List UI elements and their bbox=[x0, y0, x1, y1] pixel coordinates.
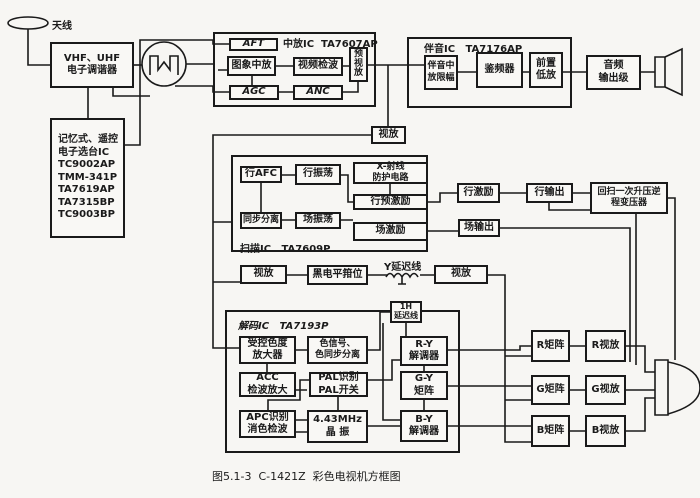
h-osc-block: 行振荡 bbox=[295, 164, 341, 185]
v-drive-block: 场激励 bbox=[353, 222, 428, 241]
b-y-demodulator-block: B-Y 解调器 bbox=[400, 410, 448, 442]
r-matrix-block: R矩阵 bbox=[531, 330, 570, 362]
1h-delay-line-block: 1H 延迟线 bbox=[390, 301, 422, 323]
black-clamp-block: 黑电平箝位 bbox=[307, 265, 368, 285]
picture-if-block: 图象中放 bbox=[227, 56, 276, 76]
scan-ic-title: 扫描IC TA7609P bbox=[240, 244, 331, 255]
decoder-ic-group bbox=[225, 310, 460, 453]
g-y-matrix-block: G-Y 矩阵 bbox=[400, 371, 448, 400]
antenna-label: 天线 bbox=[52, 21, 72, 32]
crystal-oscillator-block: 4.43MHz 晶 振 bbox=[307, 410, 368, 443]
pre-video-amp-block: 预 视 放 bbox=[349, 47, 368, 82]
apc-killer-block: APC识别 消色检波 bbox=[239, 410, 296, 438]
video-detector-block: 视频检波 bbox=[293, 57, 343, 76]
b-video-amp-block: B视放 bbox=[585, 415, 626, 447]
r-video-amp-block: R视放 bbox=[585, 330, 626, 362]
video-amp-a-block: 视放 bbox=[240, 265, 287, 284]
memory-ic-block: 记忆式、遥控 电子选台IC TC9002AP TMM-341P TA7619AP… bbox=[50, 118, 125, 238]
acc-block: ACC 检波放大 bbox=[239, 372, 296, 397]
tuner-block: VHF、UHF 电子调谐器 bbox=[50, 42, 134, 88]
video-amp-b-block: 视放 bbox=[434, 265, 488, 284]
r-y-demodulator-block: R-Y 解调器 bbox=[400, 336, 448, 366]
v-output-block: 场输出 bbox=[458, 219, 500, 237]
g-video-amp-block: G视放 bbox=[585, 375, 626, 405]
discriminator-block: 鉴频器 bbox=[476, 52, 523, 88]
h-drive-block: 行激励 bbox=[457, 183, 500, 203]
antenna-icon bbox=[7, 16, 49, 30]
sound-if-limiter-block: 伴音中 放限幅 bbox=[424, 55, 458, 90]
anc-block: ANC bbox=[293, 85, 343, 100]
aft-block: AFT bbox=[229, 38, 278, 51]
h-afc-block: 行AFC bbox=[240, 166, 282, 183]
b-matrix-block: B矩阵 bbox=[531, 415, 570, 447]
sound-ic-group bbox=[407, 37, 572, 108]
audio-preamp-block: 前置 低放 bbox=[529, 52, 563, 88]
decoder-ic-title: 解码IC TA7193P bbox=[238, 321, 329, 332]
sync-separator-block: 同步分离 bbox=[240, 212, 282, 229]
audio-output-block: 音频 输出级 bbox=[586, 55, 641, 90]
h-predrive-block: 行预激励 bbox=[353, 194, 428, 210]
flyback-transformer-block: 回扫一次升压逆 程变压器 bbox=[590, 182, 668, 214]
chroma-sync-separator-block: 色信号、 色同步分离 bbox=[307, 336, 368, 364]
sound-ic-title: 伴音IC TA7176AP bbox=[424, 44, 523, 55]
y-delay-line-label: Y延迟线 bbox=[384, 262, 422, 273]
if-ic-group bbox=[213, 32, 376, 107]
xray-protection-block: X-射线 防护电路 bbox=[353, 162, 428, 184]
splitter-icon bbox=[141, 41, 187, 87]
pal-switch-block: PAL识别 PAL开关 bbox=[309, 372, 368, 397]
if-ic-title: 中放IC TA7607AP bbox=[283, 39, 378, 50]
chroma-amp-block: 受控色度 放大器 bbox=[239, 336, 296, 364]
v-osc-block: 场振荡 bbox=[295, 212, 341, 229]
video-amp-block: 视放 bbox=[371, 126, 406, 144]
figure-caption: 图5.1-3 C-1421Z 彩色电视机方框图 bbox=[212, 470, 401, 483]
g-matrix-block: G矩阵 bbox=[531, 375, 570, 405]
h-output-block: 行输出 bbox=[526, 183, 573, 203]
agc-block: AGC bbox=[229, 85, 279, 100]
